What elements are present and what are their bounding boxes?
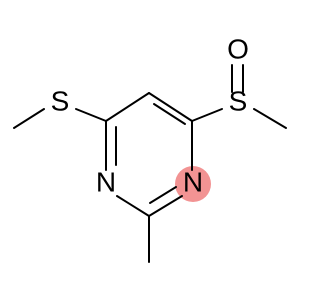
atom-sulfur-right: S (229, 85, 248, 116)
bond-s-methyl-left (13, 108, 45, 129)
bond-n1-c2 (148, 195, 183, 217)
bond-c5-c4 (105, 92, 150, 122)
bond-s-methyl-right (253, 108, 287, 129)
bond-c6-s (191, 108, 223, 122)
atom-nitrogen-right: N (183, 166, 203, 197)
molecule-canvas: S S O N N (13, 33, 287, 263)
bond-n1-c2-double (149, 186, 177, 204)
nitrogen-highlight (175, 166, 211, 202)
bond-c5-c6-double (153, 103, 186, 125)
bond-c4-s (75, 108, 107, 122)
bond-n3-c2 (116, 195, 150, 217)
atom-sulfur-left: S (51, 85, 70, 116)
atom-oxygen: O (227, 33, 249, 64)
molecule-structure: S S O N N (13, 33, 287, 263)
atom-nitrogen-left: N (96, 166, 116, 197)
bond-c5-c6 (148, 92, 193, 122)
